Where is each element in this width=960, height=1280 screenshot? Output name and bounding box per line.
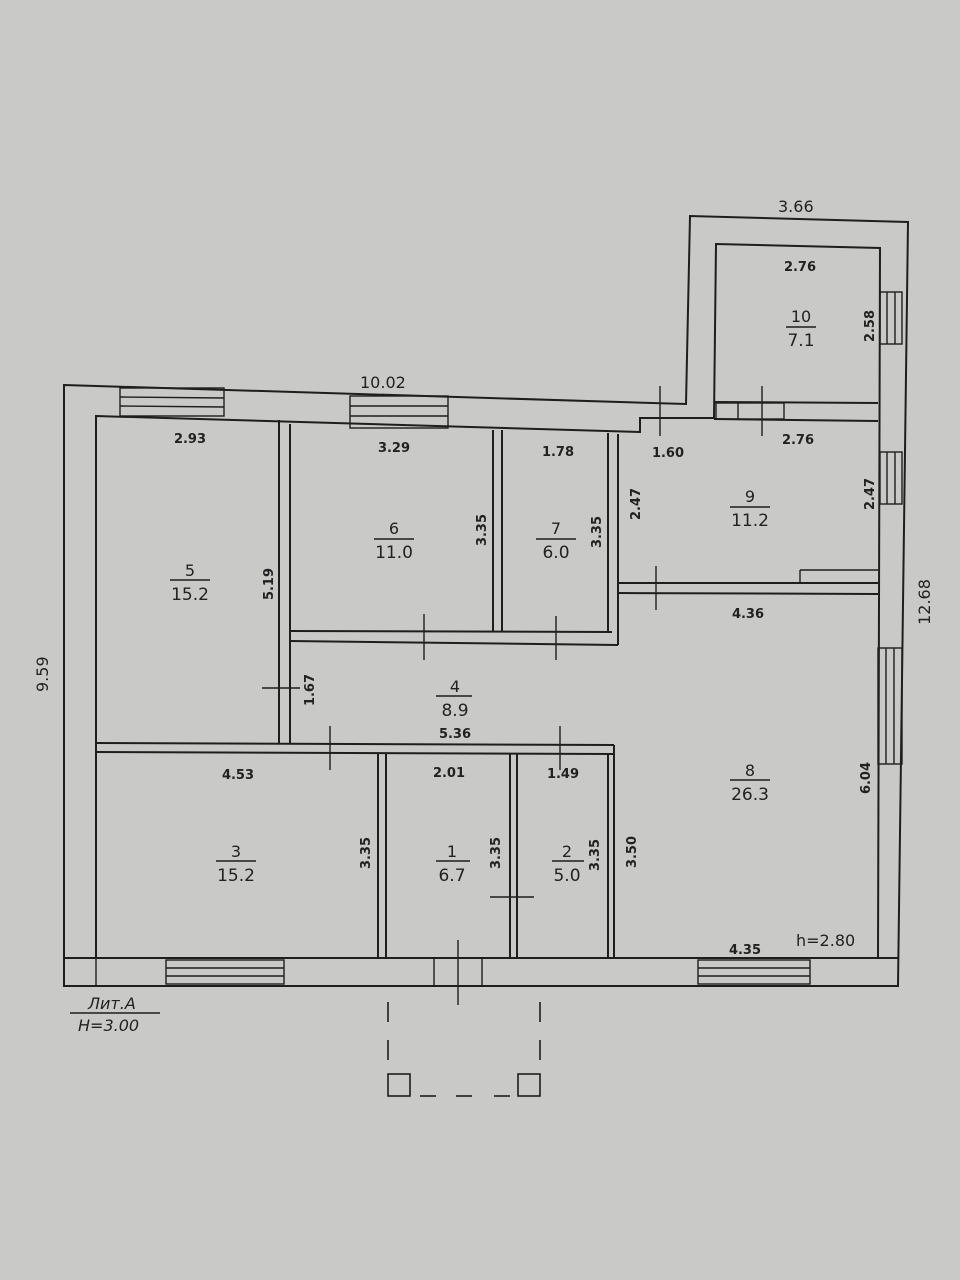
dim-9-left: 2.47 <box>629 488 644 520</box>
room-8-number: 8 <box>745 761 755 780</box>
walls <box>63 214 910 1097</box>
dim-6-top: 3.29 <box>378 441 410 456</box>
legend: Лит.А H=3.00 <box>70 994 160 1035</box>
dim-3-top: 4.53 <box>222 768 254 783</box>
room-4-number: 4 <box>450 677 460 696</box>
room-3-area: 15.2 <box>217 866 255 886</box>
dim-2-top: 1.49 <box>547 767 579 782</box>
dim-6-side: 3.35 <box>475 514 490 546</box>
room-2-number: 2 <box>562 842 572 861</box>
room-1-area: 6.7 <box>438 866 465 886</box>
room-9-number: 9 <box>745 487 755 506</box>
room-3-number: 3 <box>231 842 241 861</box>
dim-7-side: 3.35 <box>590 516 605 548</box>
dim-8-bottom: 4.35 <box>729 943 761 958</box>
room-10-number: 10 <box>791 307 811 326</box>
room-9-area: 11.2 <box>731 511 769 531</box>
dim-8-side: 6.04 <box>859 762 874 794</box>
dim-1-top: 2.01 <box>433 766 465 781</box>
dim-5-top: 2.93 <box>174 432 206 447</box>
dim-7-top: 1.78 <box>542 445 574 460</box>
legend-lit: Лит.А <box>87 994 136 1013</box>
room-5-number: 5 <box>185 561 195 580</box>
dim-5-side: 5.19 <box>262 568 277 600</box>
room-1-number: 1 <box>447 842 457 861</box>
room-6-number: 6 <box>389 519 399 538</box>
dim-3-side: 3.35 <box>359 837 374 869</box>
room-7-area: 6.0 <box>542 543 569 563</box>
room-7-number: 7 <box>551 519 561 538</box>
dim-9-top: 2.76 <box>782 433 814 448</box>
dim-overall-left: 9.59 <box>33 656 52 692</box>
dim-1-side: 3.35 <box>489 837 504 869</box>
room-4-area: 8.9 <box>441 701 468 721</box>
room-8-area: 26.3 <box>731 785 769 805</box>
dim-overall-right: 12.68 <box>915 579 934 625</box>
room-6-area: 11.0 <box>375 543 413 563</box>
room-10-area: 7.1 <box>787 331 814 351</box>
room-5-area: 15.2 <box>171 585 209 605</box>
dim-9-side: 2.47 <box>863 478 878 510</box>
room-2-area: 5.0 <box>553 866 580 886</box>
ceiling-height: h=2.80 <box>796 931 855 950</box>
dim-overall-top-right: 3.66 <box>778 197 814 216</box>
dim-4-bottom: 5.36 <box>439 727 471 742</box>
dim-8-top: 4.36 <box>732 607 764 622</box>
dim-overall-top: 10.02 <box>360 373 406 392</box>
dim-10-top: 2.76 <box>784 260 816 275</box>
dim-2-side: 3.35 <box>588 839 603 871</box>
dim-4-side: 1.67 <box>303 674 318 706</box>
dim-8-left: 3.50 <box>625 836 640 868</box>
dim-10-side: 2.58 <box>863 310 878 342</box>
dim-1-60: 1.60 <box>652 446 684 461</box>
legend-height: H=3.00 <box>78 1016 139 1035</box>
